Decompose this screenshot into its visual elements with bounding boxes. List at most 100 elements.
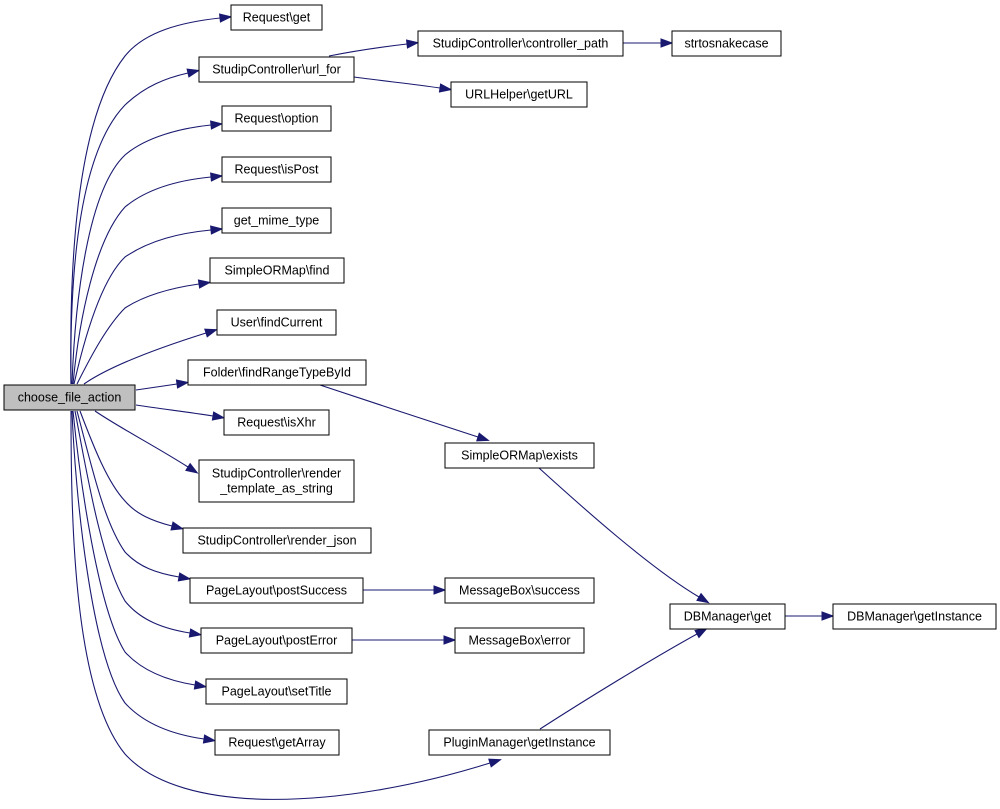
node-box — [198, 56, 355, 83]
edges-layer — [70, 13, 835, 800]
edge-arrowhead — [696, 592, 710, 604]
nodes-layer: choose_file_action Request\getStudipContr… — [3, 4, 997, 756]
node-label: StudipController\render — [212, 467, 341, 481]
edge-folder-findrangetypebyid-to-simpleormap-exists — [319, 384, 490, 442]
node-studipcontroller-url-for[interactable]: StudipController\url_for — [198, 56, 355, 83]
edge-arrowhead — [438, 83, 453, 93]
edge-line — [72, 410, 196, 686]
edge-arrowhead — [821, 611, 835, 621]
node-studipcontroller-render-template[interactable]: StudipController\render_template_as_stri… — [198, 459, 355, 503]
edge-arrowhead — [170, 521, 185, 531]
edge-arrowhead — [488, 758, 502, 768]
node-label: Request\isXhr — [237, 416, 316, 430]
edge-root-to-request-ispost — [72, 172, 224, 385]
edge-root-to-simpleormap-find — [76, 279, 212, 385]
node-box — [209, 257, 345, 284]
edge-line — [538, 467, 700, 598]
edge-root-to-pagelayout-settitle — [72, 410, 208, 690]
edge-root-to-request-get — [70, 13, 233, 385]
node-box — [669, 603, 786, 630]
edge-line — [135, 383, 178, 391]
node-messagebox-success[interactable]: MessageBox\success — [444, 577, 595, 604]
node-box — [205, 678, 348, 705]
node-simpleormap-find[interactable]: SimpleORMap\find — [209, 257, 345, 284]
node-pagelayout-settitle[interactable]: PageLayout\setTitle — [205, 678, 348, 705]
edge-arrowhead — [197, 279, 212, 289]
node-box — [214, 729, 340, 756]
node-request-ispost[interactable]: Request\isPost — [221, 156, 332, 183]
edge-line — [94, 410, 189, 468]
node-urlhelper-geturl[interactable]: URLHelper\getURL — [450, 81, 588, 108]
edge-arrowhead — [433, 585, 447, 595]
edge-line — [319, 384, 479, 438]
edge-root-to-request-option — [71, 120, 224, 385]
node-box — [671, 30, 782, 57]
node-dbmanager-get[interactable]: DBManager\get — [669, 603, 786, 630]
edge-root-to-studipcontroller-render-json — [79, 410, 185, 531]
edge-dbmanager-get-to-dbmanager-getinstance — [784, 611, 835, 621]
node-label: PluginManager\getInstance — [443, 736, 595, 750]
node-box — [832, 603, 997, 630]
edge-arrowhead — [210, 120, 224, 130]
node-folder-findrangetypebyid[interactable]: Folder\findRangeTypeById — [187, 359, 367, 386]
node-request-isxhr[interactable]: Request\isXhr — [223, 409, 330, 436]
edge-root-to-folder-findrangetypebyid — [135, 379, 190, 391]
node-request-option[interactable]: Request\option — [221, 105, 332, 132]
node-user-findcurrent[interactable]: User\findCurrent — [216, 309, 337, 336]
node-label: get_mime_type — [234, 214, 320, 228]
edge-studipcontroller-url-for-to-urlhelper-geturl — [353, 76, 453, 93]
node-request-getarray[interactable]: Request\getArray — [214, 729, 340, 756]
edge-root-to-pagelayout-postsuccess — [76, 410, 192, 582]
node-box — [223, 409, 330, 436]
edge-line — [353, 76, 441, 89]
node-pagelayout-postsuccess[interactable]: PageLayout\postSuccess — [189, 577, 364, 604]
edge-pluginmanager-getinstance-to-dbmanager-get — [539, 627, 708, 730]
edge-line — [328, 43, 408, 57]
node-request-get[interactable]: Request\get — [230, 4, 323, 31]
node-box — [444, 442, 595, 469]
node-pluginmanager-getinstance[interactable]: PluginManager\getInstance — [428, 729, 611, 756]
node-label: PageLayout\postError — [216, 634, 338, 648]
edge-arrowhead — [204, 328, 218, 338]
node-label: MessageBox\success — [459, 584, 580, 598]
node-box — [230, 4, 323, 31]
edge-line — [71, 124, 212, 385]
edge-arrowhead — [175, 379, 190, 389]
edge-line — [76, 410, 180, 578]
edge-line — [539, 633, 698, 730]
node-label: Request\getArray — [228, 736, 326, 750]
edge-line — [70, 17, 221, 385]
edge-simpleormap-exists-to-dbmanager-get — [538, 467, 710, 604]
node-messagebox-error[interactable]: MessageBox\error — [454, 627, 585, 654]
edge-arrowhead — [185, 462, 199, 474]
edge-line — [135, 404, 214, 417]
edge-root-to-request-getarray — [71, 410, 217, 744]
edge-line — [71, 410, 205, 740]
node-label: Request\isPost — [234, 163, 319, 177]
edge-arrowhead — [660, 38, 674, 48]
node-get-mime-type[interactable]: get_mime_type — [221, 207, 332, 234]
node-box — [444, 577, 595, 604]
edge-arrowhead — [188, 628, 203, 638]
node-dbmanager-getinstance[interactable]: DBManager\getInstance — [832, 603, 997, 630]
node-box — [187, 359, 367, 386]
edge-root-to-pagelayout-posterror — [74, 410, 203, 638]
edge-pagelayout-posterror-to-messagebox-error — [351, 635, 457, 645]
node-label: DBManager\getInstance — [847, 610, 982, 624]
node-label: SimpleORMap\find — [225, 264, 330, 278]
node-label: Request\option — [234, 112, 318, 126]
node-root[interactable]: choose_file_action — [3, 384, 136, 411]
node-label: User\findCurrent — [231, 316, 323, 330]
node-box — [189, 577, 364, 604]
node-studipcontroller-controller-path[interactable]: StudipController\controller_path — [417, 30, 624, 57]
node-studipcontroller-render-json[interactable]: StudipController\render_json — [182, 527, 372, 554]
node-label: StudipController\render_json — [197, 534, 356, 548]
node-simpleormap-exists[interactable]: SimpleORMap\exists — [444, 442, 595, 469]
node-strtosnakecase[interactable]: strtosnakecase — [671, 30, 782, 57]
edge-studipcontroller-url-for-to-studipcontroller-controller-path — [328, 39, 420, 57]
node-pagelayout-posterror[interactable]: PageLayout\postError — [200, 627, 353, 654]
node-label: Folder\findRangeTypeById — [203, 366, 351, 380]
node-box — [3, 384, 136, 411]
node-box — [216, 309, 337, 336]
